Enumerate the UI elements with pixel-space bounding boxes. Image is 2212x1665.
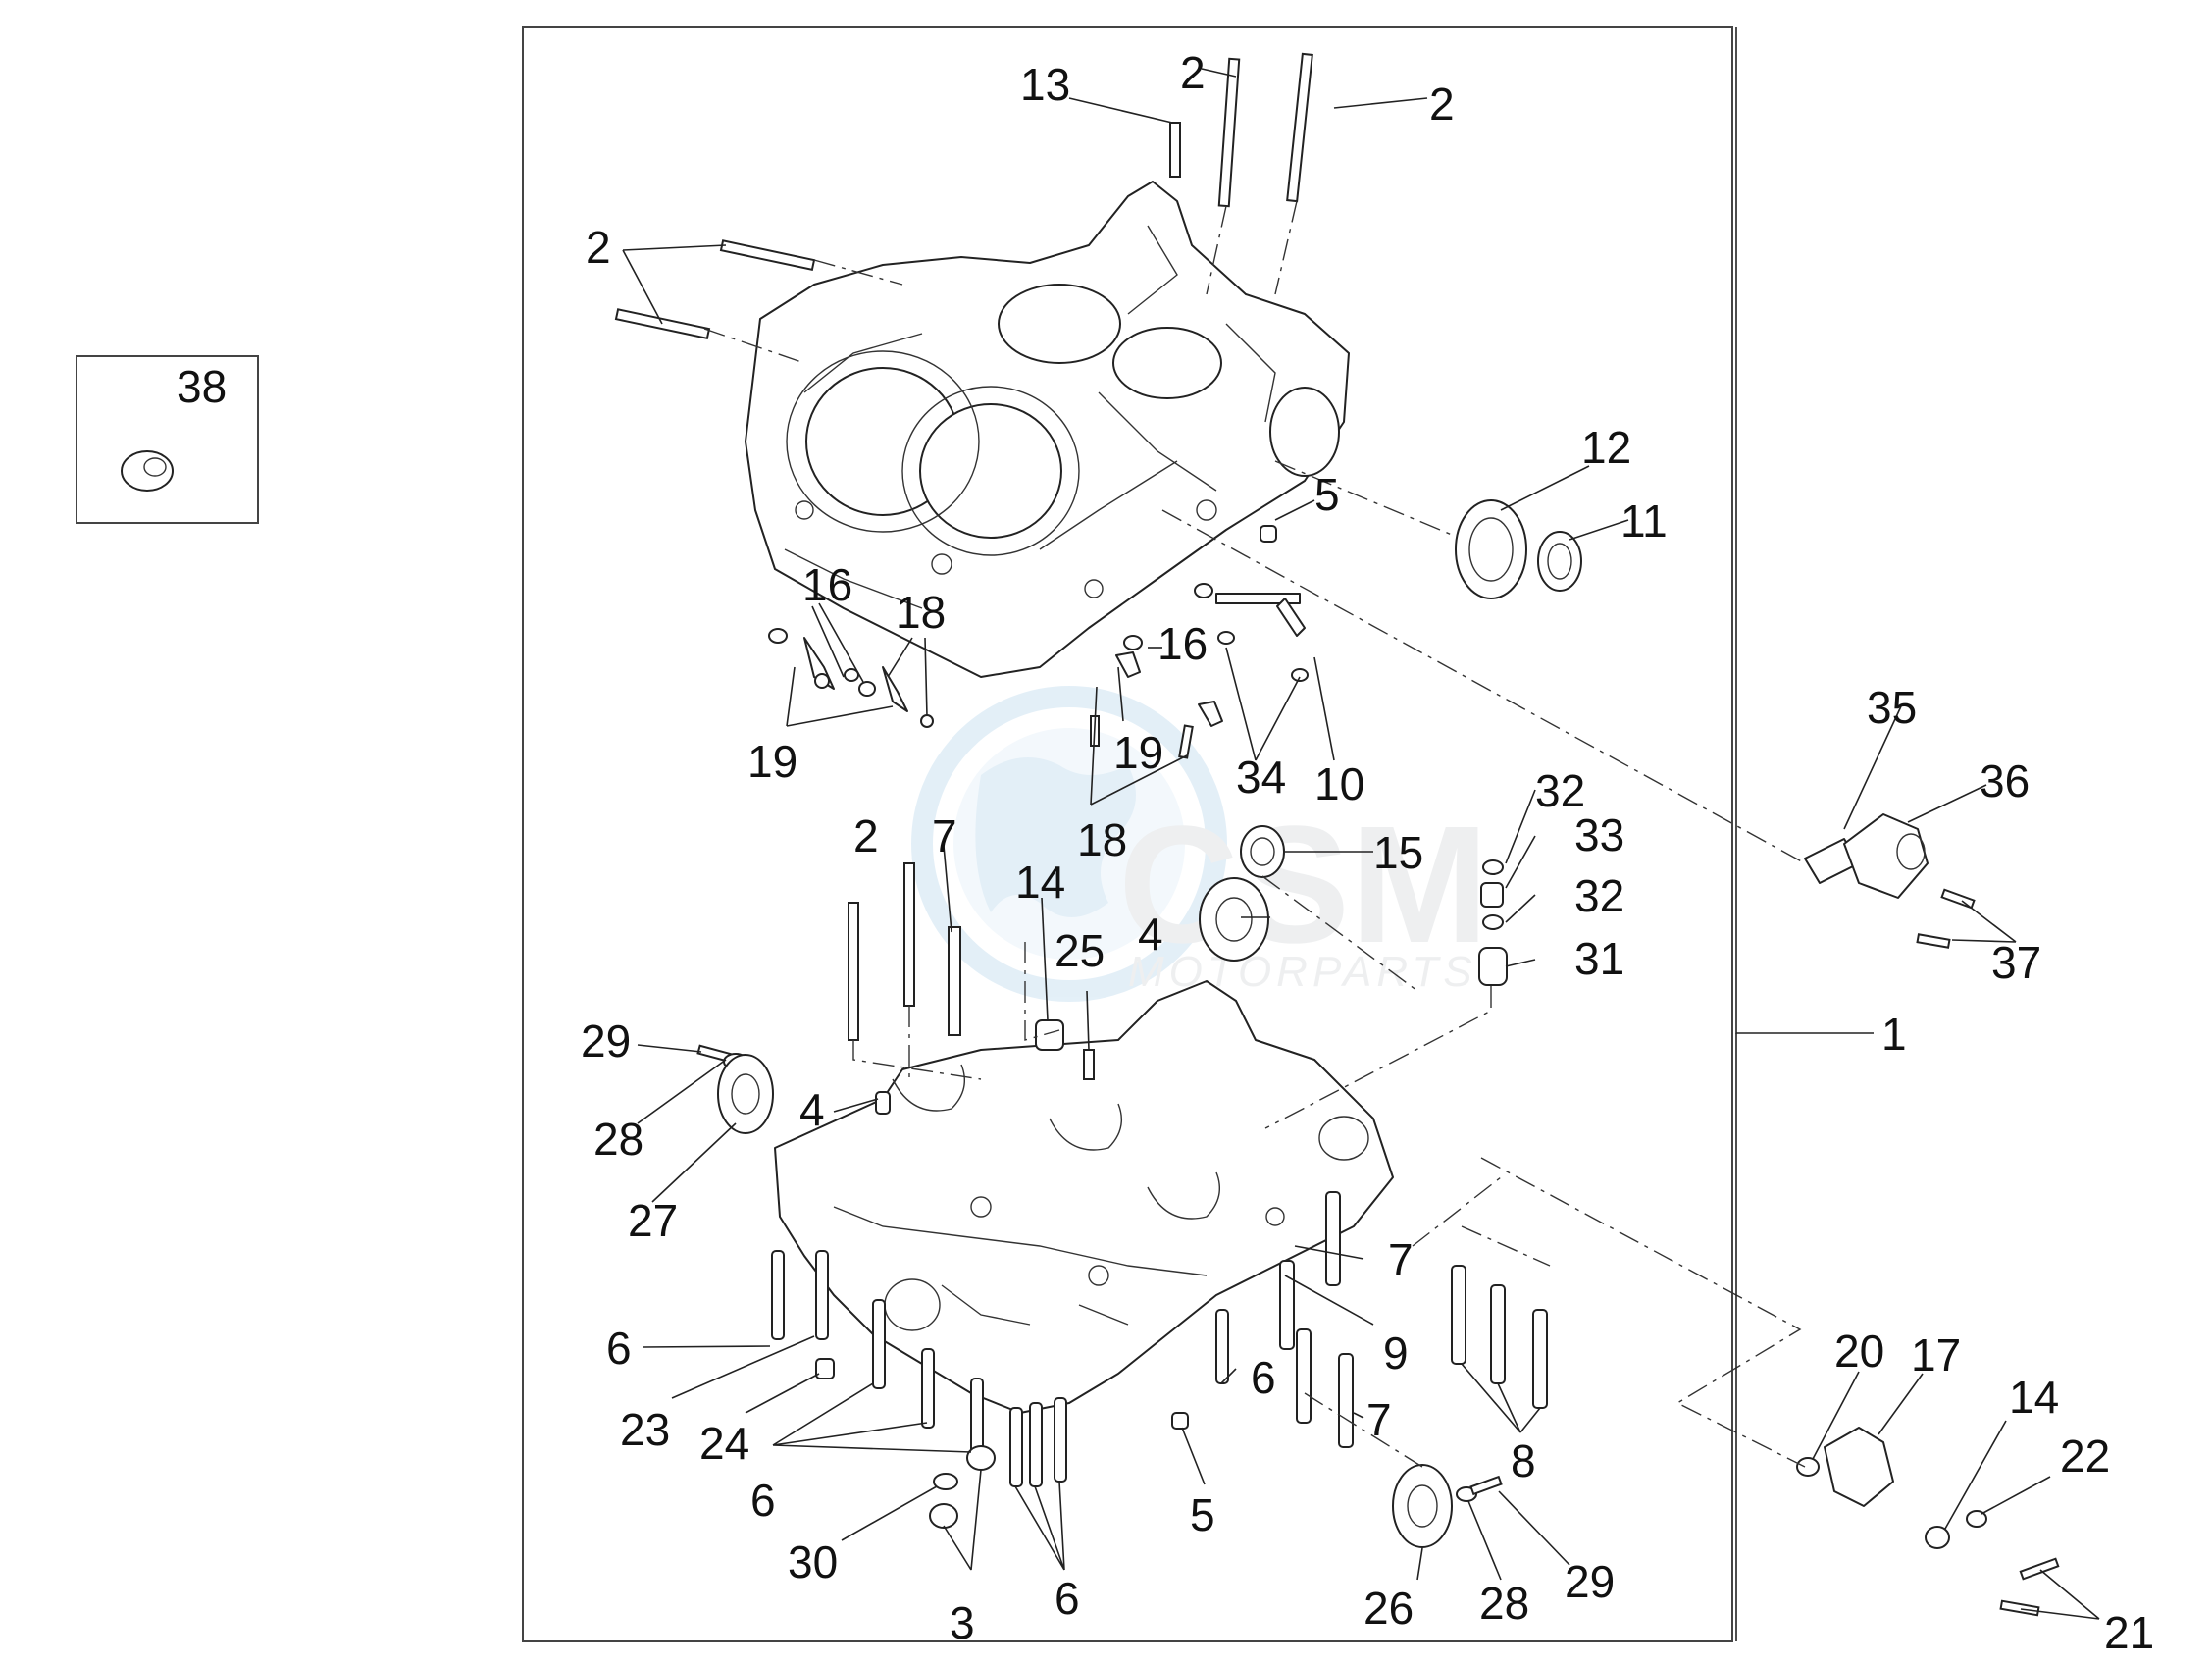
label-12: 12 bbox=[1581, 422, 1631, 473]
label-1: 1 bbox=[1881, 1009, 1907, 1060]
label-18-left: 18 bbox=[896, 587, 946, 638]
label-29-right: 29 bbox=[1565, 1556, 1615, 1607]
part-37-screws bbox=[1916, 888, 1976, 949]
part-12-bearing bbox=[1455, 499, 1527, 599]
part-15-bearing bbox=[1240, 825, 1285, 878]
label-37: 37 bbox=[1991, 937, 2041, 988]
label-2-top-left: 2 bbox=[1180, 47, 1206, 98]
part-36-cover bbox=[1843, 813, 1929, 899]
label-35: 35 bbox=[1867, 682, 1917, 733]
label-32-bottom: 32 bbox=[1574, 870, 1624, 921]
label-7-middle: 7 bbox=[1388, 1234, 1414, 1285]
label-4-bearing: 4 bbox=[1138, 909, 1163, 960]
label-19-center: 19 bbox=[1113, 727, 1163, 778]
label-20: 20 bbox=[1834, 1326, 1884, 1377]
label-16-center: 16 bbox=[1157, 618, 1208, 669]
part-5-dowel-lower bbox=[1171, 1412, 1189, 1430]
label-4-dowel: 4 bbox=[799, 1084, 825, 1135]
parts-16-18-19-left bbox=[768, 628, 934, 728]
parts-14-25-center bbox=[948, 926, 1095, 1080]
label-18-center: 18 bbox=[1077, 814, 1127, 865]
parts-30-3-nuts bbox=[929, 1445, 996, 1529]
part-38-nut bbox=[121, 450, 174, 492]
label-30: 30 bbox=[788, 1536, 838, 1587]
part-4-dowel-lower bbox=[875, 1091, 891, 1115]
label-14-center: 14 bbox=[1015, 857, 1065, 908]
label-5-upper: 5 bbox=[1314, 469, 1340, 520]
label-2-lower: 2 bbox=[853, 810, 879, 861]
leader-lines bbox=[622, 27, 2100, 1641]
dashed-assembly-lines bbox=[703, 200, 1806, 1468]
label-10: 10 bbox=[1314, 758, 1364, 809]
label-14-right: 14 bbox=[2009, 1372, 2059, 1423]
watermark-tagline: MOTORPARTS bbox=[1128, 948, 1477, 996]
parts-31-33-stack bbox=[1478, 859, 1508, 986]
label-25: 25 bbox=[1055, 925, 1105, 976]
label-7-top: 7 bbox=[932, 810, 957, 861]
label-19-left: 19 bbox=[747, 736, 797, 787]
part-6-bolts-left bbox=[771, 1250, 1067, 1487]
label-36: 36 bbox=[1980, 755, 2030, 806]
label-8: 8 bbox=[1511, 1435, 1536, 1486]
part-11-seal bbox=[1537, 531, 1582, 592]
part-13-pin bbox=[1169, 122, 1181, 178]
callout-labels: 38 13 2 2 2 12 11 5 16 18 19 16 19 34 10… bbox=[177, 47, 2154, 1658]
label-28-left: 28 bbox=[593, 1114, 643, 1165]
watermark-brand: CSM bbox=[1118, 792, 1489, 978]
label-16-left: 16 bbox=[802, 559, 852, 610]
label-6-lower-center: 6 bbox=[1055, 1573, 1080, 1624]
label-2-top-right: 2 bbox=[1429, 78, 1455, 130]
part-4-bearing bbox=[1199, 877, 1269, 962]
label-33: 33 bbox=[1574, 809, 1624, 860]
label-21: 21 bbox=[2104, 1607, 2154, 1658]
label-34: 34 bbox=[1236, 752, 1286, 803]
label-24: 24 bbox=[699, 1418, 749, 1469]
parts-26-29-right bbox=[1392, 1464, 1503, 1548]
parts-27-29-left bbox=[696, 1044, 774, 1134]
label-28-right: 28 bbox=[1479, 1578, 1529, 1629]
label-15: 15 bbox=[1373, 827, 1423, 878]
label-29-left: 29 bbox=[581, 1015, 631, 1067]
label-26: 26 bbox=[1363, 1583, 1414, 1634]
label-6-right: 6 bbox=[1251, 1352, 1276, 1403]
part-2-studs bbox=[614, 52, 1313, 1041]
label-5-lower: 5 bbox=[1190, 1489, 1215, 1540]
label-2-left: 2 bbox=[586, 222, 611, 273]
label-6-lower-left: 6 bbox=[750, 1475, 776, 1526]
label-9: 9 bbox=[1383, 1327, 1409, 1379]
main-frame bbox=[522, 26, 1733, 1642]
label-3: 3 bbox=[950, 1597, 975, 1648]
part-5-dowel-upper bbox=[1260, 525, 1277, 543]
inset-label-38: 38 bbox=[177, 361, 227, 412]
part-10-rail bbox=[1215, 593, 1306, 637]
label-23: 23 bbox=[620, 1404, 670, 1455]
part-24-plug bbox=[815, 1358, 835, 1379]
label-11: 11 bbox=[1620, 495, 1668, 546]
label-13: 13 bbox=[1020, 59, 1070, 110]
label-22: 22 bbox=[2060, 1431, 2110, 1482]
part-7-9-bolts-right bbox=[1215, 1191, 1354, 1448]
label-17: 17 bbox=[1911, 1329, 1961, 1380]
label-31: 31 bbox=[1574, 933, 1624, 984]
label-27: 27 bbox=[628, 1195, 678, 1246]
label-6-left: 6 bbox=[606, 1323, 632, 1374]
label-32-top: 32 bbox=[1535, 765, 1585, 816]
parts-17-22-right bbox=[1796, 1427, 2060, 1617]
label-7-bottom: 7 bbox=[1366, 1394, 1392, 1445]
upper-crankcase bbox=[745, 181, 1350, 678]
inset-frame bbox=[76, 355, 259, 524]
